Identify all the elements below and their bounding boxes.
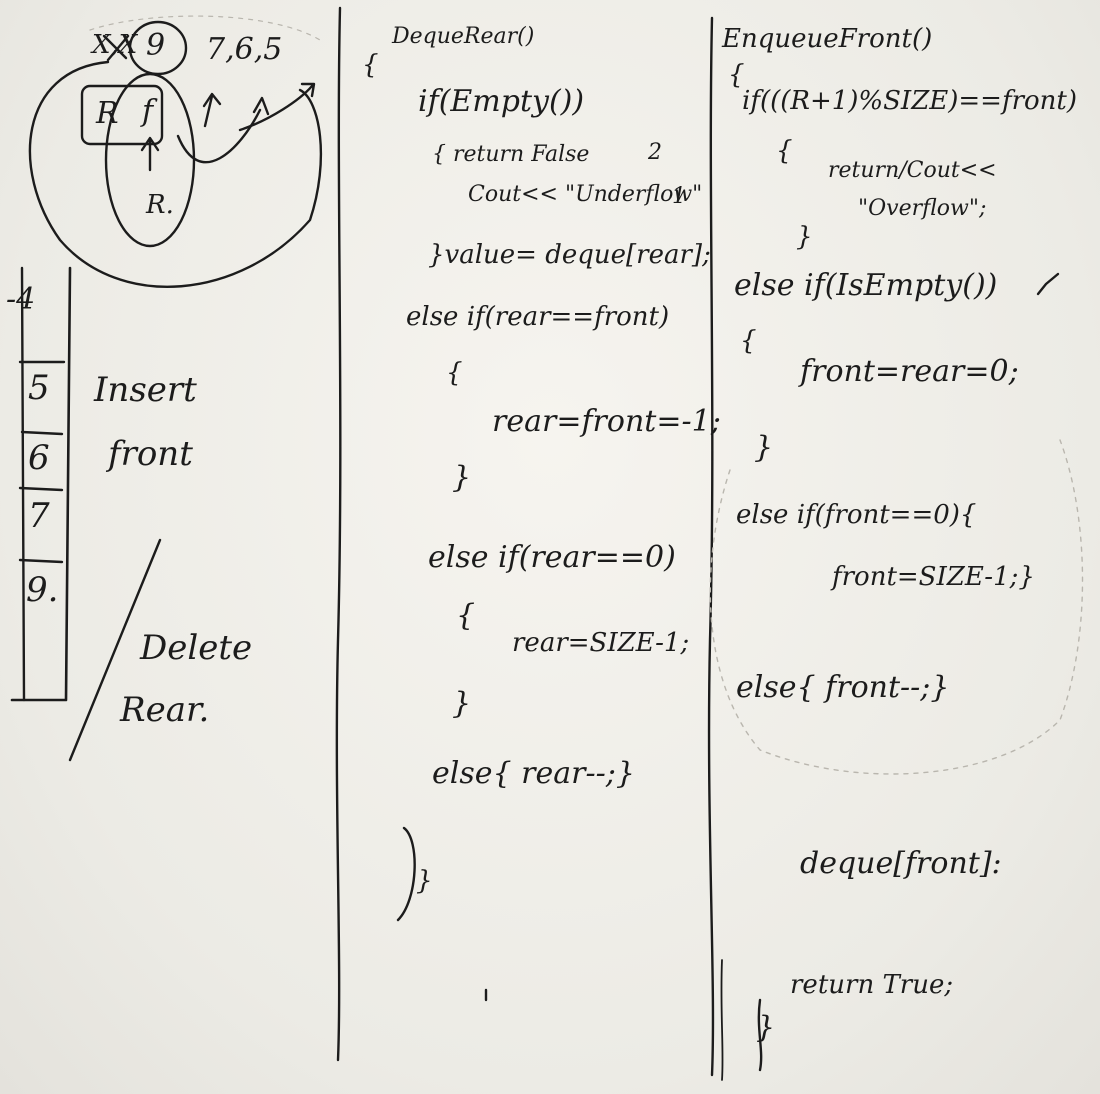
code-line-1-right: if(((R+1)%SIZE)==front)	[742, 86, 1078, 116]
code-line-11: rear=SIZE-1;	[512, 628, 690, 658]
strike-1	[102, 34, 128, 60]
code-line-12-right: else{ front--;}	[736, 670, 950, 705]
insert-front-label: front	[108, 434, 193, 474]
curl-arrow	[176, 96, 270, 164]
insert-label: Insert	[94, 370, 197, 410]
box-around-R	[80, 84, 164, 146]
close-brace-right: }	[756, 1010, 776, 1045]
code-line-2: { return False	[432, 142, 590, 167]
code-line-14: }	[416, 866, 433, 896]
open-brace: {	[362, 50, 379, 80]
stack-value-7: 7	[28, 496, 50, 536]
circled-number-9: 9	[146, 28, 166, 63]
right-brace-open	[757, 998, 763, 1072]
code-line-7-right: {	[740, 326, 757, 356]
circle-around-9	[128, 20, 188, 76]
stack-side-mark: -4	[6, 282, 36, 317]
code-line-10: {	[456, 598, 476, 633]
code-line-13: else{ rear--;}	[432, 756, 635, 791]
stack-value-9: 9.	[26, 570, 59, 610]
stack-line-3	[18, 486, 64, 492]
enqueue-front-title: EnqueueFront()	[722, 24, 933, 54]
stack-line-4	[18, 558, 64, 564]
rear-label-R: R	[96, 96, 119, 131]
diagonal-slash	[68, 538, 162, 762]
rear-label-R-bottom: R.	[146, 190, 174, 220]
code-line-4-right: "Overflow";	[858, 196, 987, 221]
remaining-list: 7,6,5	[206, 32, 283, 67]
code-line-6: {	[446, 358, 463, 388]
code-line-3: Cout<< "Underflow"	[468, 182, 703, 207]
code-line-8: }	[452, 460, 472, 495]
code-line-10-right: else if(front==0){	[736, 500, 977, 530]
code-line-4: }value= deque[rear];	[428, 240, 711, 270]
code-line-12: }	[452, 686, 472, 721]
stack-value-6: 6	[28, 438, 50, 478]
swoosh-right	[238, 82, 316, 132]
column-divider-right	[707, 16, 715, 1077]
arrow-up-1	[202, 92, 222, 128]
code-line-8-right: front=rear=0;	[800, 354, 1019, 389]
annotation-1: 1	[672, 184, 686, 209]
code-line-7: rear=front=-1;	[492, 404, 721, 439]
oval-around-f	[104, 72, 196, 248]
faint-cloud	[709, 439, 1084, 775]
arrow-up-f	[140, 136, 160, 172]
code-line-6-right: else if(IsEmpty())	[734, 268, 998, 303]
code-line-3-right: return/Cout<<	[828, 158, 997, 183]
code-line-11-right: front=SIZE-1;}	[832, 562, 1035, 592]
delete-label: Delete	[140, 628, 253, 668]
crossed-out-numbers: X,X	[92, 30, 138, 60]
front-label-f: f	[142, 94, 154, 129]
code-line-9-right: }	[754, 430, 774, 465]
code-line-1: if(Empty())	[418, 84, 585, 119]
code-line-9: else if(rear==0)	[428, 540, 676, 575]
code-line-13-right: deque[front]:	[800, 846, 1002, 881]
faint-outline-top	[89, 15, 321, 41]
code-line-2-right: {	[776, 136, 793, 166]
column-divider-right-2	[720, 959, 724, 1081]
dequeue-rear-title: DequeRear()	[392, 24, 535, 49]
code-line-14-right: return True;	[790, 970, 954, 1000]
stack-line-2	[20, 430, 64, 436]
stack-value-5: 5	[28, 368, 50, 408]
delete-rear-label: Rear.	[120, 690, 210, 730]
checkmark	[1036, 272, 1060, 296]
middle-bracket-bottom	[396, 826, 416, 922]
big-curve-left	[28, 60, 323, 289]
stack-left-edge	[20, 266, 26, 702]
column-divider-left	[335, 6, 342, 1062]
strike-2	[106, 34, 130, 62]
open-brace-right: {	[728, 60, 745, 90]
code-line-5: else if(rear==front)	[406, 302, 670, 332]
stack-bracket	[10, 266, 72, 702]
annotation-2: 2	[648, 140, 662, 165]
code-line-5-right: }	[796, 222, 813, 252]
